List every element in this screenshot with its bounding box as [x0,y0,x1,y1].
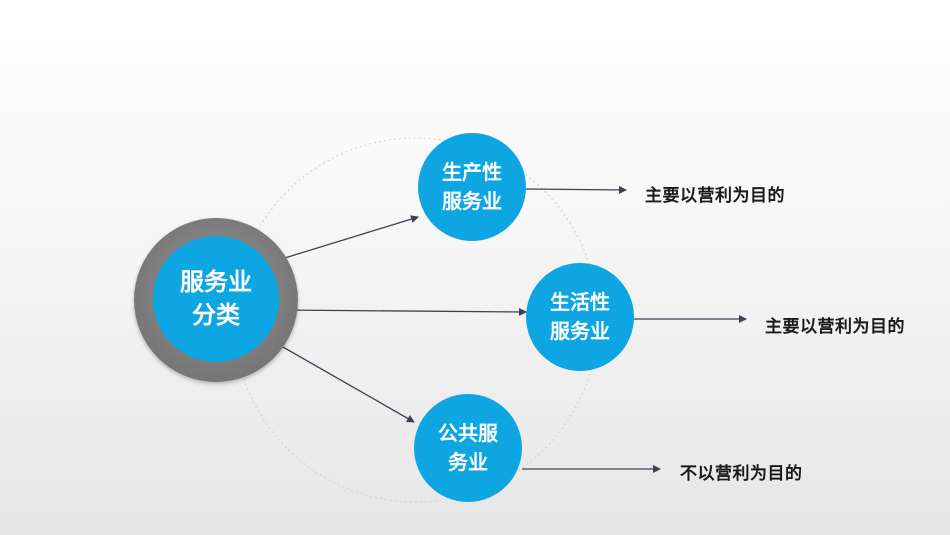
consumer-services-node: 生活性 服务业 [526,263,634,371]
producer-goal-arrow [525,185,627,194]
hub-circle: 服务业 分类 [134,218,298,382]
hub-to-consumer-arrow [277,307,527,316]
hub-to-public-arrow [261,334,415,423]
node-label-line2: 服务业 [442,189,502,213]
node-label-line1: 生产性 [442,160,502,184]
hub-label-line1: 服务业 [180,267,252,296]
hub-label-line2: 分类 [192,301,240,329]
node-label-line1: 生活性 [550,290,610,314]
public-services-node: 公共服 务业 [414,394,522,502]
node-label-line2: 服务业 [550,319,610,343]
hub-label: 服务业 分类 [153,236,279,362]
public-goal-label: 不以营利为目的 [680,464,803,484]
node-label-line2: 务业 [448,450,488,474]
consumer-goal-label: 主要以营利为目的 [765,317,905,337]
producer-services-node: 生产性 服务业 [418,133,526,241]
node-label-line1: 公共服 [438,421,498,445]
hub-to-producer-arrow [261,215,419,266]
producer-goal-label: 主要以营利为目的 [645,186,785,206]
